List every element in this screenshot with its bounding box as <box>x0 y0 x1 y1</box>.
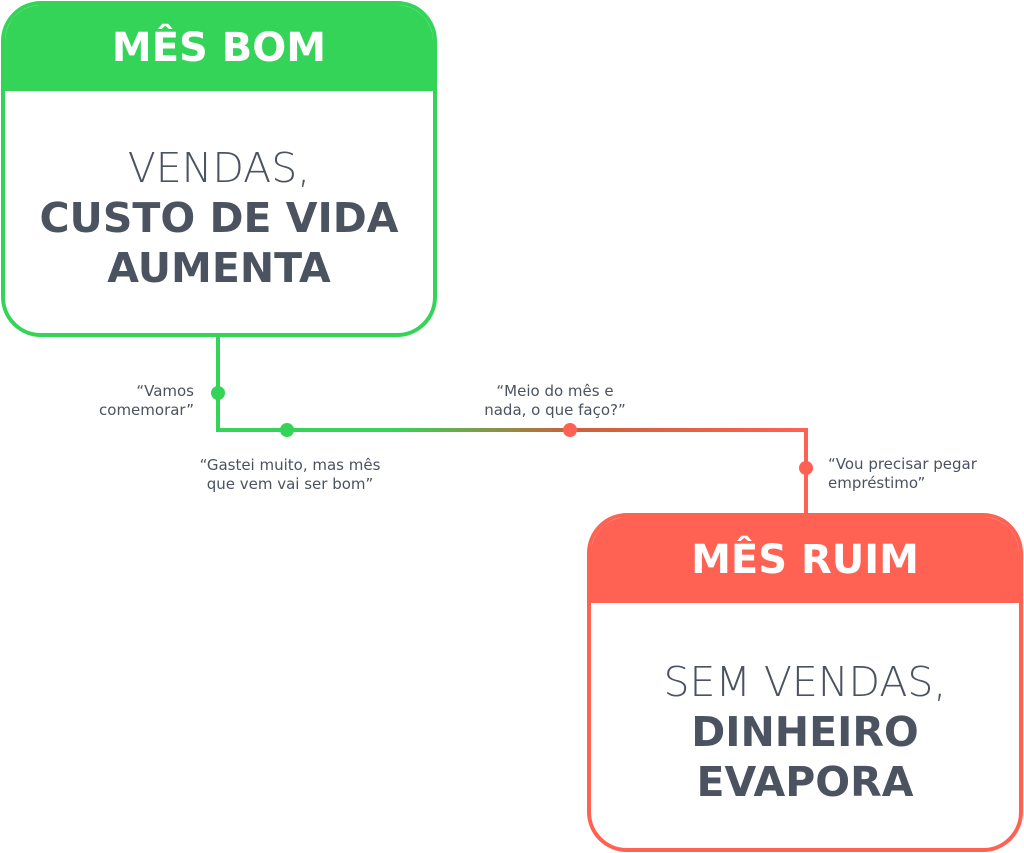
good-month-title: MÊS BOM <box>5 5 433 91</box>
quote-celebrate: “Vamos comemorar” <box>99 382 194 419</box>
timeline-dot <box>799 461 813 475</box>
good-month-card: MÊS BOM VENDAS, CUSTO DE VIDA AUMENTA <box>1 1 437 337</box>
timeline-dot <box>211 386 225 400</box>
bad-month-card: MÊS RUIM SEM VENDAS, DINHEIRO EVAPORA <box>587 513 1023 852</box>
quote-mid-month: “Meio do mês e nada, o que faço?” <box>484 382 626 419</box>
timeline-dot <box>280 423 294 437</box>
good-month-line3: AUMENTA <box>107 244 331 292</box>
bad-month-line2: DINHEIRO <box>691 708 919 756</box>
quote-loan: “Vou precisar pegar empréstimo” <box>828 455 977 492</box>
bad-month-title: MÊS RUIM <box>591 517 1019 603</box>
good-month-line2: CUSTO DE VIDA <box>39 194 399 242</box>
quote-spent-a-lot: “Gastei muito, mas mês que vem vai ser b… <box>199 456 381 493</box>
bad-month-line1: SEM VENDAS, <box>663 658 947 706</box>
good-month-line1: VENDAS, <box>127 144 311 192</box>
bad-month-line3: EVAPORA <box>696 758 914 806</box>
timeline-dot <box>563 423 577 437</box>
